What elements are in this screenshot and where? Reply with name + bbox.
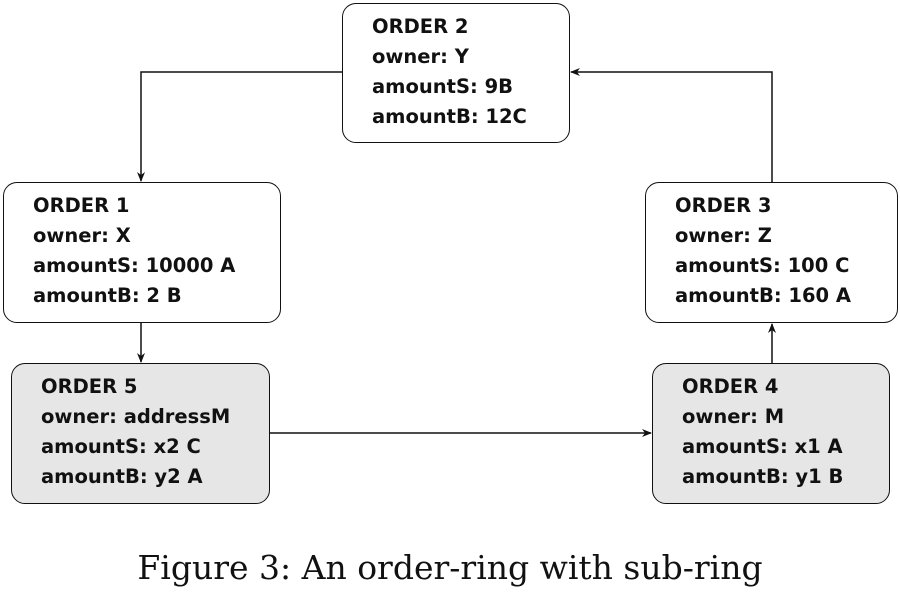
- order-owner: owner: Z: [675, 224, 772, 247]
- order-amount-s: amountS: 10000 A: [33, 254, 236, 277]
- order-title: ORDER 1: [33, 194, 130, 217]
- order-amount-b: amountB: 2 B: [33, 284, 182, 307]
- order-owner: owner: Y: [372, 45, 469, 68]
- order-amount-s: amountS: 9B: [372, 75, 514, 98]
- arrow-order2-to-order1: [137, 71, 342, 182]
- order-title: ORDER 5: [41, 375, 138, 398]
- order-title: ORDER 3: [675, 194, 772, 217]
- order-owner: owner: addressM: [41, 405, 231, 428]
- order-4-node: ORDER 4 owner: M amountS: x1 A amountB: …: [652, 363, 890, 504]
- order-5-node: ORDER 5 owner: addressM amountS: x2 C am…: [11, 363, 270, 504]
- order-amount-s: amountS: 100 C: [675, 254, 850, 277]
- order-amount-b: amountB: y2 A: [41, 465, 203, 488]
- order-owner: owner: X: [33, 224, 131, 247]
- order-amount-b: amountB: 12C: [372, 105, 527, 128]
- order-1-node: ORDER 1 owner: X amountS: 10000 A amount…: [3, 182, 281, 323]
- order-amount-b: amountB: 160 A: [675, 284, 851, 307]
- order-amount-s: amountS: x1 A: [682, 435, 843, 458]
- order-owner: owner: M: [682, 405, 785, 428]
- order-amount-s: amountS: x2 C: [41, 435, 201, 458]
- order-title: ORDER 2: [372, 15, 469, 38]
- order-title: ORDER 4: [682, 375, 779, 398]
- order-3-node: ORDER 3 owner: Z amountS: 100 C amountB:…: [645, 182, 898, 323]
- figure-caption: Figure 3: An order-ring with sub-ring: [137, 548, 763, 587]
- order-2-node: ORDER 2 owner: Y amountS: 9B amountB: 12…: [342, 3, 570, 143]
- order-amount-b: amountB: y1 B: [682, 465, 844, 488]
- arrow-order3-to-order2: [570, 68, 773, 182]
